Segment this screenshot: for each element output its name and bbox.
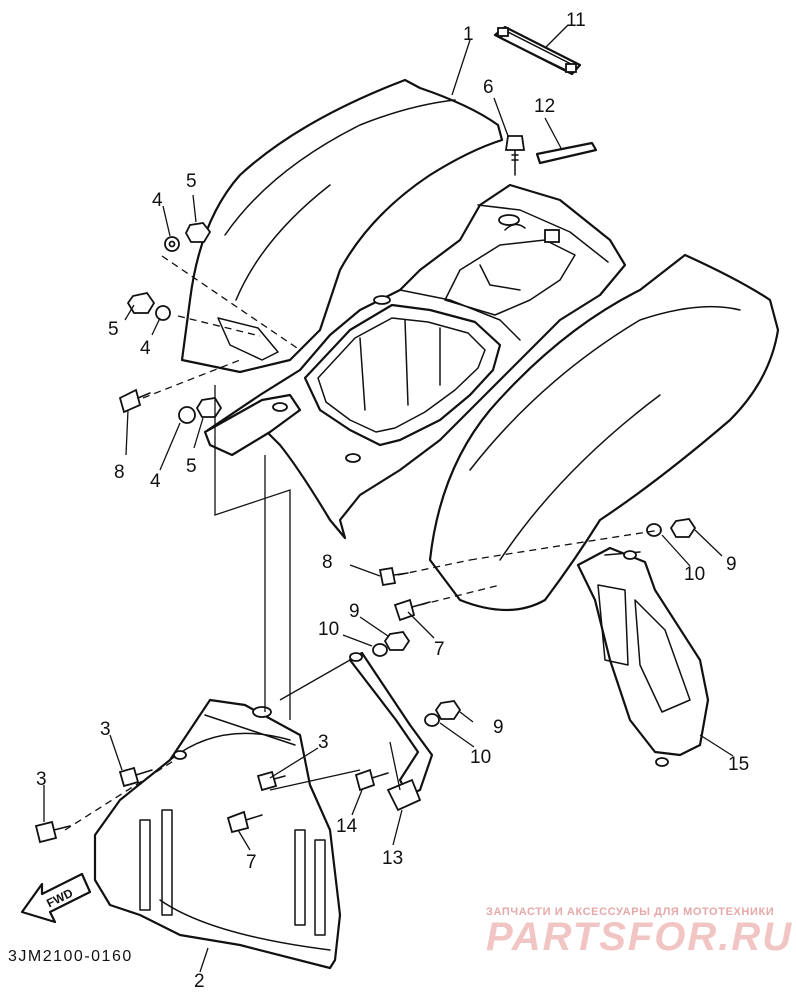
callout-7: 7 [434, 639, 445, 660]
callout-11: 11 [566, 10, 586, 31]
callout-leaders [43, 24, 734, 973]
callout-5: 5 [108, 319, 119, 340]
callout-1: 1 [463, 24, 474, 45]
callout-9: 9 [493, 717, 504, 738]
rear-fender-part-1 [180, 78, 780, 612]
callout-2: 2 [194, 971, 205, 992]
callout-9: 9 [349, 601, 360, 622]
callout-10: 10 [684, 564, 705, 585]
fwd-direction-arrow: FWD [20, 872, 92, 924]
callout-10: 10 [318, 619, 339, 640]
callout-12: 12 [534, 96, 555, 117]
parts-code: 3JM2100-0160 [8, 948, 133, 965]
callout-13: 13 [382, 848, 403, 869]
callout-5: 5 [186, 171, 197, 192]
callout-3: 3 [100, 719, 111, 740]
bolt-part-6 [504, 135, 526, 176]
callout-3: 3 [36, 769, 47, 790]
assembly-lines [64, 255, 661, 831]
callout-10: 10 [470, 747, 491, 768]
strap-part-11 [493, 25, 582, 76]
callout-7: 7 [246, 852, 257, 873]
callout-6: 6 [483, 77, 494, 98]
label-part-12 [535, 141, 598, 165]
callout-15: 15 [728, 754, 749, 775]
watermark: ЗАПЧАСТИ И АКСЕССУАРЫ ДЛЯ МОТОТЕХНИКИ PA… [486, 906, 793, 959]
callout-8: 8 [114, 462, 125, 483]
callout-9: 9 [726, 554, 737, 575]
callout-4: 4 [152, 190, 163, 211]
mud-flap-part-2 [93, 698, 342, 970]
callout-5: 5 [186, 456, 197, 477]
stay-bracket-part-13 [348, 651, 434, 812]
callout-4: 4 [150, 471, 161, 492]
callout-8: 8 [322, 552, 333, 573]
callout-14: 14 [336, 816, 358, 837]
watermark-brand-logo: PARTSFOR.RU [486, 915, 793, 959]
watermark-tagline: ЗАПЧАСТИ И АКСЕССУАРЫ ДЛЯ МОТОТЕХНИКИ [486, 906, 774, 918]
side-guard-part-15 [576, 546, 710, 767]
callout-4: 4 [140, 338, 151, 359]
callout-3: 3 [318, 732, 329, 753]
callout-labels: 1 2 3 3 3 4 4 4 5 5 5 6 7 7 8 8 9 9 9 10… [36, 10, 749, 992]
